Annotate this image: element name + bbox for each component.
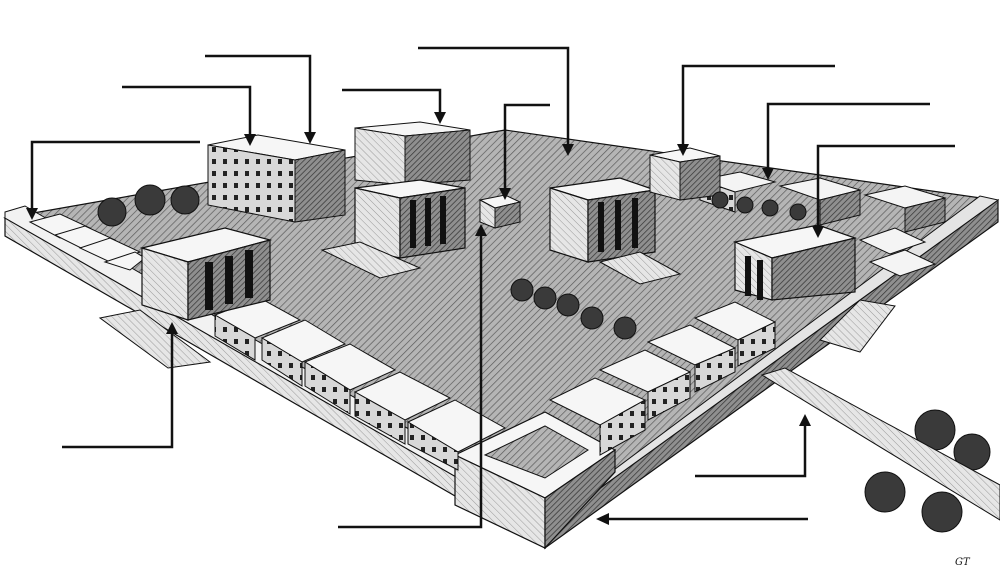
leader-7: [683, 66, 835, 148]
artist-signature: GT: [953, 553, 987, 569]
central-shrine: [480, 195, 520, 228]
arrowhead-13: [596, 513, 609, 525]
svg-text:GT: GT: [955, 557, 971, 568]
back-right-tower: [650, 148, 720, 200]
leader-2: [122, 87, 250, 138]
arrowhead-12: [799, 414, 811, 426]
leader-4: [342, 90, 440, 116]
arrowhead-4: [434, 112, 446, 124]
back-left-apartment-block: [208, 135, 345, 222]
central-right-temple: [550, 178, 655, 262]
leader-3: [205, 56, 310, 136]
leader-8: [768, 104, 930, 172]
leader-12: [695, 422, 805, 476]
central-left-temple: [355, 180, 465, 258]
arrowhead-3: [304, 132, 316, 144]
back-tall-block: [355, 122, 470, 185]
